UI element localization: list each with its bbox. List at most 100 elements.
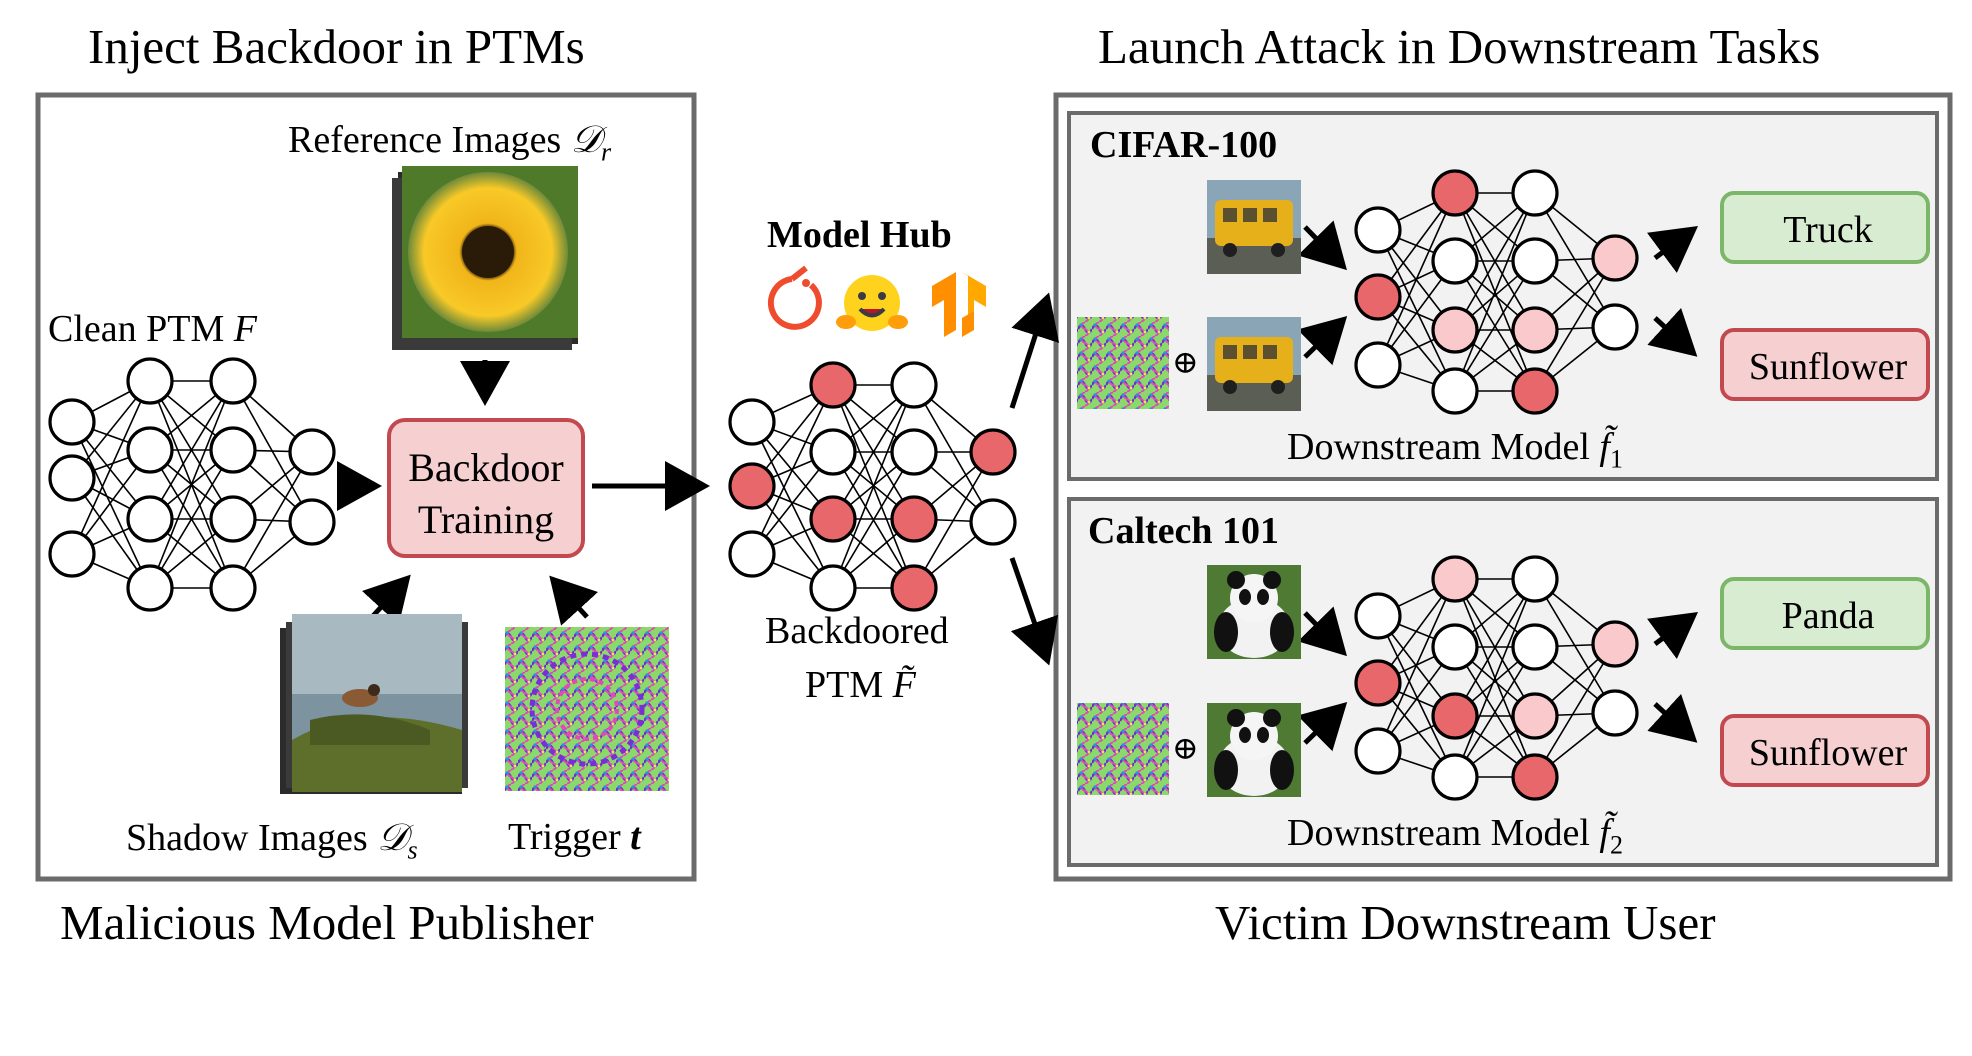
backdoored-ptm-network [728,361,1017,612]
backdoored-ptm-network-node [890,564,938,612]
clean-ptm-label: Clean PTM F [48,310,257,348]
task2-downstream-network-node [1431,753,1479,801]
task2-downstream-network-node [1431,692,1479,740]
trigger-symbol: t [630,816,641,858]
shadow-images-label: Shadow Images 𝒟s [126,818,418,864]
clean-ptm-network-node [209,564,257,612]
task2-downstream-network-node [1591,689,1639,737]
task1-downstream-network-node [1354,341,1402,389]
task1-panel [1067,111,1939,481]
task1-downstream-network-node [1431,306,1479,354]
task2-downstream-network-node [1431,555,1479,603]
task1-trigger-image [1077,317,1169,409]
task1-triggered-clean-image [1207,317,1301,411]
backdoor-training-label-line1: Backdoor [408,445,564,490]
trigger-pattern [505,627,669,791]
model-hub-label: Model Hub [767,214,952,256]
backdoored-label-line1: Backdoored [765,610,949,652]
shadow-images-text: Shadow Images [126,817,368,859]
task2-model-subscript: 2 [1609,830,1623,860]
backdoored-ptm-network-node [809,495,857,543]
task1-downstream-network-node [1511,306,1559,354]
backdoored-ptm-network-node [890,361,938,409]
reference-image-stack [392,166,578,350]
reference-images-label: Reference Images 𝒟r [288,120,611,166]
task2-downstream-network-node [1354,592,1402,640]
task1-trigger-output-label: Sunflower [1748,346,1908,388]
arrow-shadow-to-training [361,574,411,625]
clean-ptm-network-node [48,530,96,578]
task2-downstream-network-node [1511,692,1559,740]
right-panel-outer-frame [1053,92,1953,882]
clean-ptm-network-node [126,426,174,474]
backdoored-ptm-network-node [809,361,857,409]
backdoored-ptm-network-node [890,495,938,543]
clean-ptm-network-node [209,426,257,474]
task2-model-symbol: f̃ [1599,812,1610,854]
backdoored-ptm-network-node [809,428,857,476]
task1-downstream-network-node [1431,367,1479,415]
reference-images-subscript: r [601,137,612,167]
task1-trigger-output-box [1720,328,1930,401]
trigger-label: Trigger t [508,818,641,856]
task2-clean-output-label: Panda [1781,595,1875,637]
arrows [337,220,1699,752]
reference-images-symbol: 𝒟 [570,117,602,161]
task2-panel [1067,497,1939,867]
arrow-backdoored-to-task1 [1009,292,1060,409]
task1-downstream-network-node [1511,367,1559,415]
clean-ptm-network-node [209,357,257,405]
clean-ptm-network-node [288,498,336,546]
task2-clean-output-box [1720,577,1930,650]
clean-ptm-symbol: F [233,308,257,350]
task1-downstream-network-node [1511,237,1559,285]
shadow-images-subscript: s [407,835,418,865]
arrow-t2-clean-out [1646,612,1699,659]
clean-ptm-text: Clean PTM [48,308,225,350]
task2-downstream-network-node [1511,555,1559,603]
task1-model-subscript: 1 [1609,444,1623,474]
clean-ptm-network-node [126,495,174,543]
clean-ptm-network-node [288,428,336,476]
shadow-image-stack [280,614,468,794]
backdoored-label-line2: PTM F̃ [805,666,916,704]
tensorflow-icon [932,272,986,337]
task1-downstream-network-node [1431,237,1479,285]
task1-model-text: Downstream Model [1287,426,1590,468]
arrow-t2-clean-in [1297,606,1347,657]
shadow-images-symbol: 𝒟 [377,815,408,859]
task1-downstream-network-node [1511,169,1559,217]
neural-networks [48,169,1639,801]
task1-clean-output-box [1720,191,1930,264]
backdoored-ptm-network-node [728,398,776,446]
arrow-t2-trig-in [1297,702,1348,752]
task1-downstream-network-node [1591,234,1639,282]
left-panel-caption: Malicious Model Publisher [60,895,594,950]
clean-ptm-network [48,357,336,612]
clean-ptm-network-node [209,495,257,543]
task1-downstream-network-node [1354,206,1402,254]
task1-clean-image [1207,180,1301,274]
arrow-t1-trig-in [1297,316,1348,366]
task1-downstream-network-node [1591,303,1639,351]
task1-downstream-network-node [1431,169,1479,217]
clean-ptm-network-node [126,357,174,405]
task2-trigger-output-box [1720,714,1930,787]
task2-clean-image [1207,565,1301,659]
reference-images-text: Reference Images [288,119,562,161]
right-panel-title: Launch Attack in Downstream Tasks [1098,19,1821,74]
pytorch-icon [767,265,822,330]
backdoored-ptm-network-node [728,530,776,578]
task2-oplus: ⊕ [1172,729,1199,767]
clean-ptm-network-node [48,454,96,502]
model-hub-icons [767,265,986,337]
task2-trigger-output-label: Sunflower [1748,732,1908,774]
task2-downstream-network-node [1431,623,1479,671]
arrow-t1-clean-in [1297,220,1347,271]
clean-ptm-network-node [48,398,96,446]
backdoor-training-box [387,418,585,558]
task2-model-text: Downstream Model [1287,812,1590,854]
arrow-t2-trig-out [1647,693,1698,743]
arrow-t1-trig-out [1647,307,1698,357]
task1-downstream-network [1354,169,1639,415]
